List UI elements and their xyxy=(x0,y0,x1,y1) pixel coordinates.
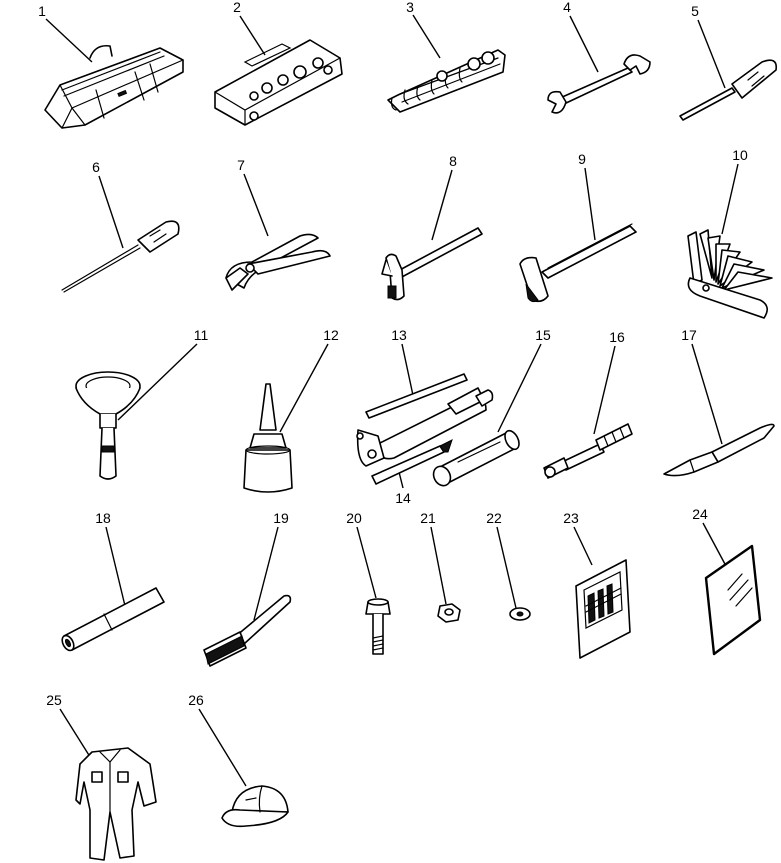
label-15: 15 xyxy=(535,327,551,343)
part-5: 5 xyxy=(679,3,778,121)
part-22: 22 xyxy=(486,510,531,621)
washer-icon xyxy=(509,607,531,621)
part-19: 19 xyxy=(203,510,292,667)
part-2: 2 xyxy=(214,0,343,126)
wrench-set-icon xyxy=(387,49,506,113)
label-8: 8 xyxy=(449,153,457,169)
label-11: 11 xyxy=(194,327,209,343)
pipe-icon xyxy=(61,587,165,652)
label-14: 14 xyxy=(395,490,411,506)
oil-can-icon xyxy=(243,383,293,493)
label-6: 6 xyxy=(92,159,100,175)
label-3: 3 xyxy=(406,0,414,15)
label-4: 4 xyxy=(563,0,571,15)
grease-gun-icon xyxy=(356,373,494,467)
part-21: 21 xyxy=(420,510,461,623)
label-25: 25 xyxy=(46,692,62,708)
part-17: 17 xyxy=(663,327,775,477)
part-13: 13 xyxy=(356,327,494,467)
part-7: 7 xyxy=(225,157,331,291)
part-18: 18 xyxy=(61,510,165,652)
part-24: 24 xyxy=(692,506,762,656)
label-18: 18 xyxy=(95,510,111,526)
label-7: 7 xyxy=(237,157,245,173)
open-end-wrench-icon xyxy=(547,54,651,114)
part-12: 12 xyxy=(243,327,339,493)
part-9: 9 xyxy=(519,151,637,303)
label-22: 22 xyxy=(486,510,502,526)
label-1: 1 xyxy=(38,3,46,19)
label-5: 5 xyxy=(691,3,699,19)
part-26: 26 xyxy=(188,692,289,828)
flat-screwdriver-icon xyxy=(679,59,778,121)
part-4: 4 xyxy=(547,0,651,114)
part-3: 3 xyxy=(387,0,506,113)
label-2: 2 xyxy=(233,0,241,15)
label-13: 13 xyxy=(391,327,407,343)
label-23: 23 xyxy=(563,510,579,526)
part-25: 25 xyxy=(46,692,157,861)
cap-icon xyxy=(221,785,289,828)
part-8: 8 xyxy=(381,153,483,301)
part-6: 6 xyxy=(61,159,180,293)
tool-bag-icon xyxy=(44,44,184,129)
label-16: 16 xyxy=(609,329,625,345)
bolt-icon xyxy=(365,598,391,655)
adapter-icon xyxy=(543,423,633,479)
label-21: 21 xyxy=(420,510,436,526)
coverall-icon xyxy=(75,747,157,861)
knife-icon xyxy=(663,423,775,477)
part-20: 20 xyxy=(346,510,391,655)
label-20: 20 xyxy=(346,510,362,526)
mallet-icon xyxy=(519,223,637,303)
grease-cartridge-icon xyxy=(432,429,520,487)
hammer-icon xyxy=(381,227,483,301)
label-24: 24 xyxy=(692,506,708,522)
label-10: 10 xyxy=(732,147,748,163)
label-26: 26 xyxy=(188,692,204,708)
part-23: 23 xyxy=(563,510,631,659)
part-1: 1 xyxy=(38,3,184,129)
socket-set-case-icon xyxy=(214,39,343,126)
mirror-icon xyxy=(704,544,762,656)
feeler-gauge-icon xyxy=(687,229,773,319)
label-12: 12 xyxy=(323,327,339,343)
part-11: 11 xyxy=(75,327,209,480)
pliers-icon xyxy=(225,233,331,291)
grease-nozzle-icon xyxy=(371,439,453,485)
label-19: 19 xyxy=(273,510,289,526)
label-17: 17 xyxy=(681,327,697,343)
cross-screwdriver-icon xyxy=(61,220,180,293)
funnel-icon xyxy=(75,371,141,480)
nut-icon xyxy=(437,603,461,623)
part-14: 14 xyxy=(371,439,453,506)
part-16: 16 xyxy=(543,329,633,479)
part-15: 15 xyxy=(432,327,551,487)
label-plate-icon xyxy=(575,559,631,659)
part-10: 10 xyxy=(687,147,773,319)
label-9: 9 xyxy=(578,151,586,167)
wire-brush-icon xyxy=(203,594,292,667)
